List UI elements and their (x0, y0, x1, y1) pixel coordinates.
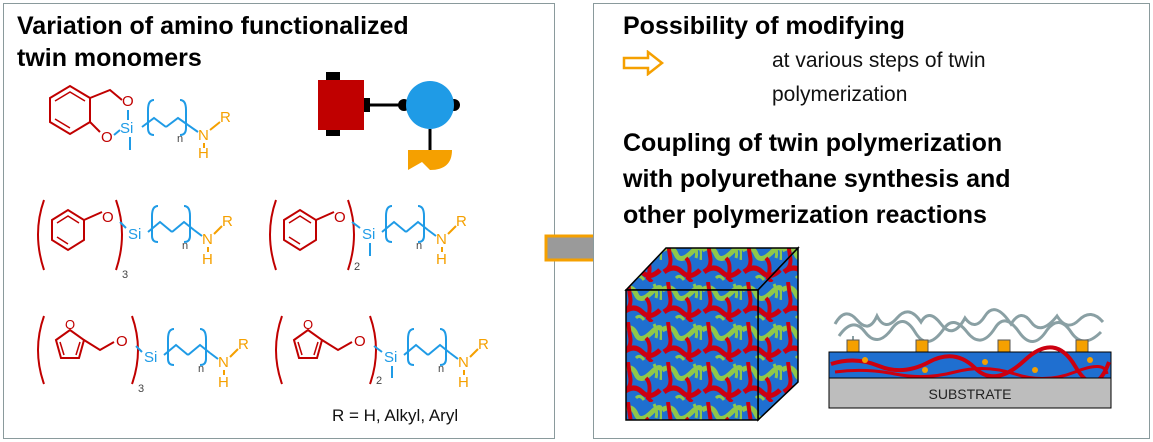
nitrogen-label: N (218, 354, 229, 371)
r-group-footnote: R = H, Alkyl, Aryl (332, 406, 459, 425)
arrow-text-line1: at various steps of twin (772, 49, 986, 72)
hydrogen-label: H (458, 374, 469, 391)
subscript-two: 2 (354, 261, 360, 273)
monomer-schematic (318, 72, 460, 170)
right-title-2-line1: Coupling of twin polymerization (623, 129, 1003, 157)
hydrogen-label: H (436, 251, 447, 268)
monomer-structure-1: O Si O n N R H (49, 84, 231, 160)
monomer-structure-3: O 2 Si n N R H (269, 199, 467, 273)
left-panel (3, 3, 555, 439)
monomer-structure-2: O 3 Si n N R H (37, 199, 233, 281)
r-group-label: R (222, 213, 233, 230)
r-group-label: R (238, 336, 249, 353)
subscript-three: 3 (122, 269, 128, 281)
substrate-block (828, 377, 1112, 409)
hydrogen-label: H (198, 145, 209, 160)
surface-coating-schematic: SUBSTRATE (828, 308, 1112, 409)
nitrogen-label: N (458, 354, 469, 371)
oxygen-label: O (65, 317, 75, 332)
n-subscript: n (438, 363, 444, 375)
oxygen-label: O (303, 317, 313, 332)
nitrogen-label: N (198, 127, 209, 144)
nanocomposite-cube (624, 246, 800, 422)
silicon-label: Si (384, 349, 397, 366)
oxygen-label: O (116, 333, 128, 350)
n-subscript: n (177, 133, 183, 145)
oxygen-label: O (101, 129, 113, 146)
monomer-structure-5: O O 2 Si n N R H (275, 315, 489, 391)
right-title-1: Possibility of modifying (623, 12, 905, 40)
left-title-line1: Variation of amino functionalized (17, 12, 409, 40)
polymer-brush-strands (833, 308, 1105, 333)
monomer-structure-4: O O 3 Si n N R H (37, 315, 249, 395)
subscript-two: 2 (376, 375, 382, 387)
r-group-label: R (478, 336, 489, 353)
right-title-2-line2: with polyurethane synthesis and (623, 165, 1011, 193)
blue-sphere (406, 81, 454, 129)
n-subscript: n (182, 240, 188, 252)
outline-arrow-icon (622, 50, 665, 76)
arrow-text-line2: polymerization (772, 83, 908, 106)
silicon-label: Si (120, 120, 133, 137)
nitrogen-label: N (436, 231, 447, 248)
oxygen-label: O (122, 93, 134, 110)
silicon-label: Si (128, 226, 141, 243)
oxygen-label: O (102, 209, 114, 226)
n-subscript: n (198, 363, 204, 375)
r-group-label: R (220, 109, 231, 126)
hydrogen-label: H (202, 251, 213, 268)
left-title-line2: twin monomers (17, 44, 202, 72)
right-title-2-line3: other polymerization reactions (623, 201, 987, 229)
r-group-label: R (456, 213, 467, 230)
oxygen-label: O (354, 333, 366, 350)
oxygen-label: O (334, 209, 346, 226)
substrate-label: SUBSTRATE (929, 386, 1012, 402)
silicon-label: Si (362, 226, 375, 243)
nitrogen-label: N (202, 231, 213, 248)
red-block (318, 80, 364, 130)
n-subscript: n (416, 240, 422, 252)
cube-front-face (625, 289, 759, 421)
orange-wedge (408, 150, 452, 170)
silicon-label: Si (144, 349, 157, 366)
hydrogen-label: H (218, 374, 229, 391)
subscript-three: 3 (138, 383, 144, 395)
benzene-ring (49, 84, 91, 136)
